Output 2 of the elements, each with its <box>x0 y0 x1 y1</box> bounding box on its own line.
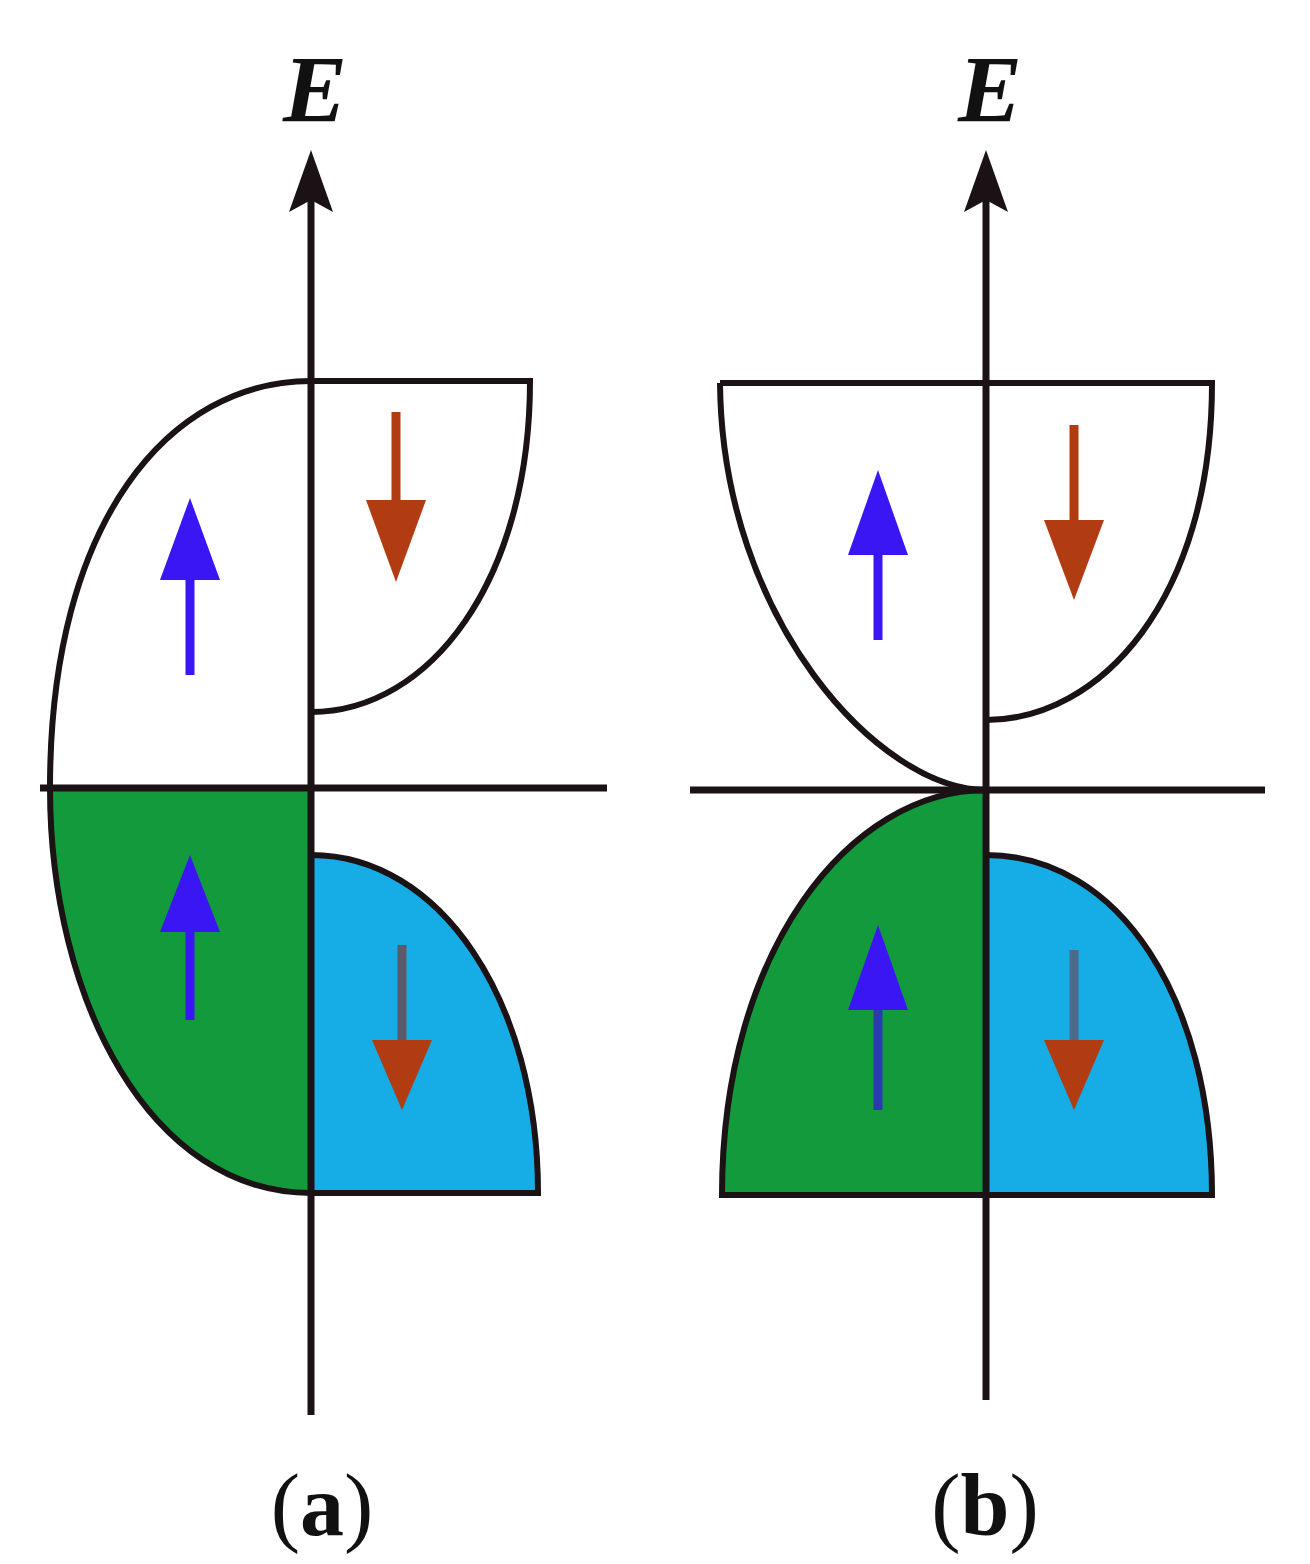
axis-label: E <box>958 42 1022 138</box>
axis-label: E <box>283 42 347 138</box>
